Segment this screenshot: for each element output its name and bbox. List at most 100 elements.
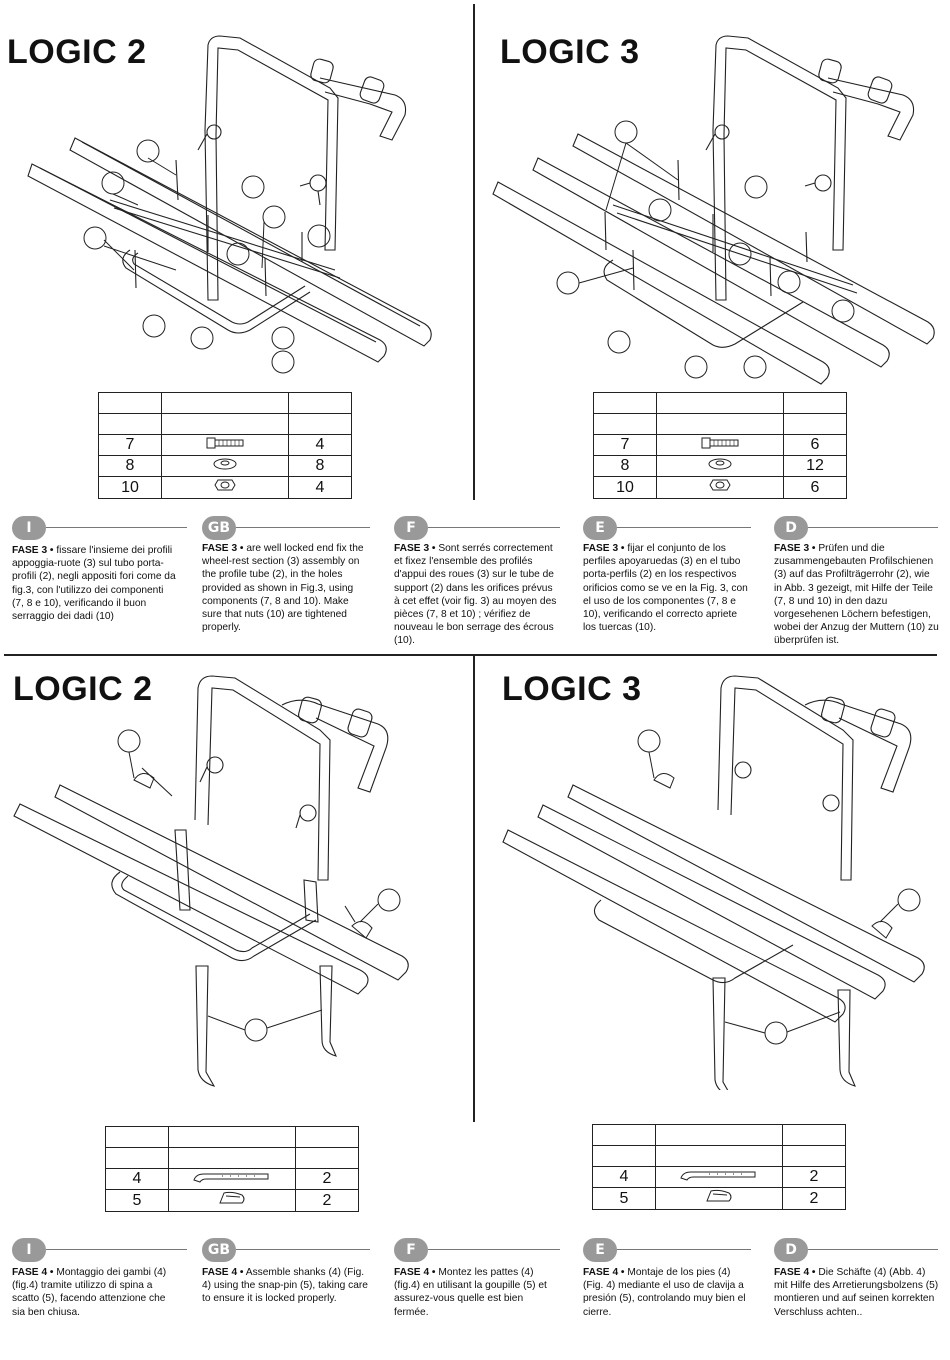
panel-title-bottom-left: LOGIC 2 [13,670,153,708]
language-badge-it: I [12,516,46,540]
part-quantity: 2 [295,1189,359,1212]
part-number: 5 [592,1187,656,1210]
phase-label: FASE 4 • [394,1267,436,1278]
washer-icon [708,458,732,469]
language-badge-es: E [583,1238,617,1262]
shank-icon [680,1171,756,1181]
phase3-text-fr: FASE 3 • Sont serrés correctement et fix… [394,542,560,648]
panel-title-top-right: LOGIC 3 [500,33,640,71]
phase-label: FASE 4 • [12,1267,54,1278]
lang-header-de-phase3: D [774,516,938,540]
phase4-text-fr: FASE 4 • Montez les pattes (4) (fig.4) e… [394,1266,560,1319]
language-badge-gb: GB [202,1238,236,1262]
lang-header-gb-phase4: GB [202,1238,370,1262]
phase3-text-gb: FASE 3 • are well locked end fix the whe… [202,542,368,634]
lang-header-es-phase3: E [583,516,751,540]
table-row: 7 6 [593,434,847,456]
phase-label: FASE 3 • [583,543,625,554]
phase-body: Sont serrés correctement et fixez l'ense… [394,543,557,647]
lang-header-it-phase3: I [12,516,187,540]
part-quantity: 6 [783,476,847,499]
part-number: 10 [593,476,657,499]
assembly-drawing-logic3-phase3 [492,35,935,385]
phase-label: FASE 4 • [202,1267,244,1278]
part-quantity: 2 [782,1187,846,1210]
parts-table-logic2-phase4: 4 2 5 2 [105,1126,359,1212]
table-row: 5 2 [105,1189,359,1212]
phase-body: are well locked end fix the wheel-rest s… [202,543,364,634]
phase-body: Die Schäfte (4) (Abb. 4) mit Hilfe des A… [774,1267,939,1318]
table-row: 8 12 [593,455,847,477]
language-badge-fr: F [394,516,428,540]
nut-icon [709,479,731,491]
part-quantity: 4 [288,434,352,456]
part-quantity: 2 [782,1166,846,1188]
phase3-text-es: FASE 3 • fijar el conjunto de los perfil… [583,542,749,634]
snap-pin-icon [706,1189,732,1202]
part-number: 4 [105,1168,169,1190]
table-row: 10 6 [593,476,847,499]
phase3-text-it: FASE 3 • fissare l'insieme dei profili a… [12,544,178,623]
phase-body: Montaggio dei gambi (4)(fig.4) tramite u… [12,1267,167,1318]
table-row: 5 2 [592,1187,846,1210]
vertical-divider-bottom [473,656,475,1122]
lang-header-gb-phase3: GB [202,516,370,540]
table-row: 4 2 [592,1166,846,1188]
part-number: 4 [592,1166,656,1188]
phase4-text-de: FASE 4 • Die Schäfte (4) (Abb. 4) mit Hi… [774,1266,940,1319]
part-quantity: 8 [288,455,352,477]
part-quantity: 12 [783,455,847,477]
part-number: 10 [98,476,162,499]
phase-body: Montaje de los pies (4) (Fig. 4) mediant… [583,1267,746,1318]
language-badge-fr: F [394,1238,428,1262]
vertical-divider-top [473,4,475,500]
part-number: 8 [98,455,162,477]
assembly-drawing-logic2-phase4 [13,675,409,1087]
lang-header-it-phase4: I [12,1238,187,1262]
phase-label: FASE 4 • [774,1267,816,1278]
part-quantity: 6 [783,434,847,456]
lang-header-fr-phase4: F [394,1238,560,1262]
nut-icon [214,479,236,491]
table-row: 10 4 [98,476,352,499]
lang-header-es-phase4: E [583,1238,751,1262]
phase-label: FASE 3 • [394,543,436,554]
phase4-text-gb: FASE 4 • Assemble shanks (4) (Fig. 4) us… [202,1266,368,1306]
part-number: 5 [105,1189,169,1212]
language-badge-gb: GB [202,516,236,540]
table-row: 4 2 [105,1168,359,1190]
part-number: 7 [593,434,657,456]
phase-label: FASE 3 • [12,545,54,556]
language-badge-es: E [583,516,617,540]
phase-body: fijar el conjunto de los perfiles apoyar… [583,543,748,634]
part-quantity: 4 [288,476,352,499]
assembly-drawing-logic2-phase3 [27,35,432,374]
phase-label: FASE 3 • [202,543,244,554]
assembly-drawing-logic3-phase4 [502,675,925,1090]
phase3-text-de: FASE 3 • Prüfen und die zusammengebauten… [774,542,940,648]
snap-pin-icon [219,1191,245,1204]
table-row: 8 8 [98,455,352,477]
washer-icon [213,458,237,469]
phase-body: fissare l'insieme dei profili appoggia-r… [12,545,176,623]
parts-table-logic2-phase3: 7 4 8 8 10 4 [98,392,352,499]
phase-body: Assemble shanks (4) (Fig. 4) using the s… [202,1267,368,1305]
part-number: 8 [593,455,657,477]
panel-title-bottom-right: LOGIC 3 [502,670,642,708]
phase-label: FASE 4 • [583,1267,625,1278]
parts-table-logic3-phase4: 4 2 5 2 [592,1124,846,1210]
language-badge-it: I [12,1238,46,1262]
part-number: 7 [98,434,162,456]
part-quantity: 2 [295,1168,359,1190]
table-row: 7 4 [98,434,352,456]
language-badge-de: D [774,516,808,540]
phase-body: Prüfen und die zusammengebauten Profilsc… [774,543,939,647]
horizontal-divider [4,654,937,656]
phase-label: FASE 3 • [774,543,816,554]
bolt-icon [701,437,739,448]
panel-title-top-left: LOGIC 2 [7,33,147,71]
shank-icon [193,1173,269,1183]
phase4-text-es: FASE 4 • Montaje de los pies (4) (Fig. 4… [583,1266,749,1319]
lang-header-fr-phase3: F [394,516,560,540]
phase4-text-it: FASE 4 • Montaggio dei gambi (4)(fig.4) … [12,1266,178,1319]
